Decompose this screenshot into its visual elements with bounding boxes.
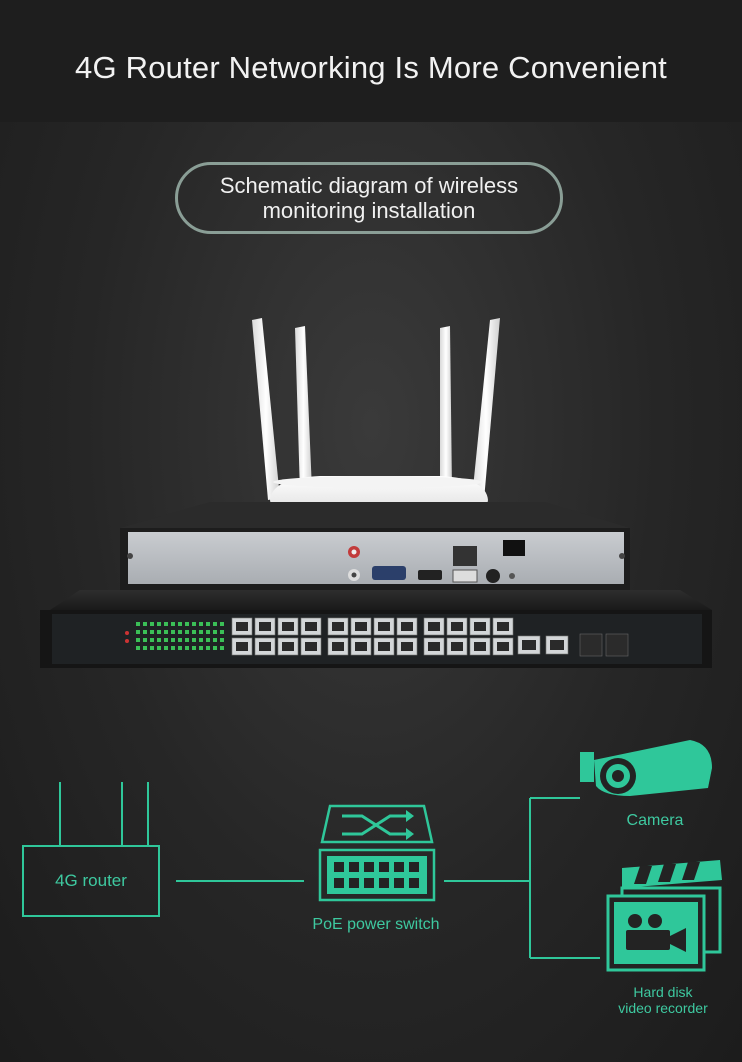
router-antennas (252, 318, 500, 500)
network-diagram (59, 740, 722, 972)
camera-icon (580, 740, 712, 796)
recorder-label-line-2: video recorder (618, 1000, 708, 1016)
subtitle-line-1: Schematic diagram of wireless (219, 173, 519, 198)
recorder-label-line-1: Hard disk (633, 984, 693, 1000)
page-title: 4G Router Networking Is More Convenient (75, 50, 667, 85)
switch-label: PoE power switch (312, 916, 440, 933)
video-recorder-icon (606, 860, 722, 972)
recorder-label: Hard disk video recorder (604, 984, 722, 1016)
subtitle-line-2: monitoring installation (262, 198, 476, 223)
camera-label: Camera (626, 812, 684, 829)
subtitle-pill: Schematic diagram of wireless monitoring… (175, 162, 563, 234)
router-box: 4G router (22, 845, 160, 917)
subtitle-text: Schematic diagram of wireless monitoring… (189, 173, 549, 223)
switch-icon (318, 804, 436, 902)
router-label: 4G router (55, 871, 127, 890)
router-icon (59, 782, 149, 845)
nvr-device (120, 502, 630, 590)
poe-switch-device (40, 590, 712, 668)
connector-lines (176, 797, 600, 959)
hardware-illustration (40, 318, 712, 668)
title-band (0, 0, 742, 122)
